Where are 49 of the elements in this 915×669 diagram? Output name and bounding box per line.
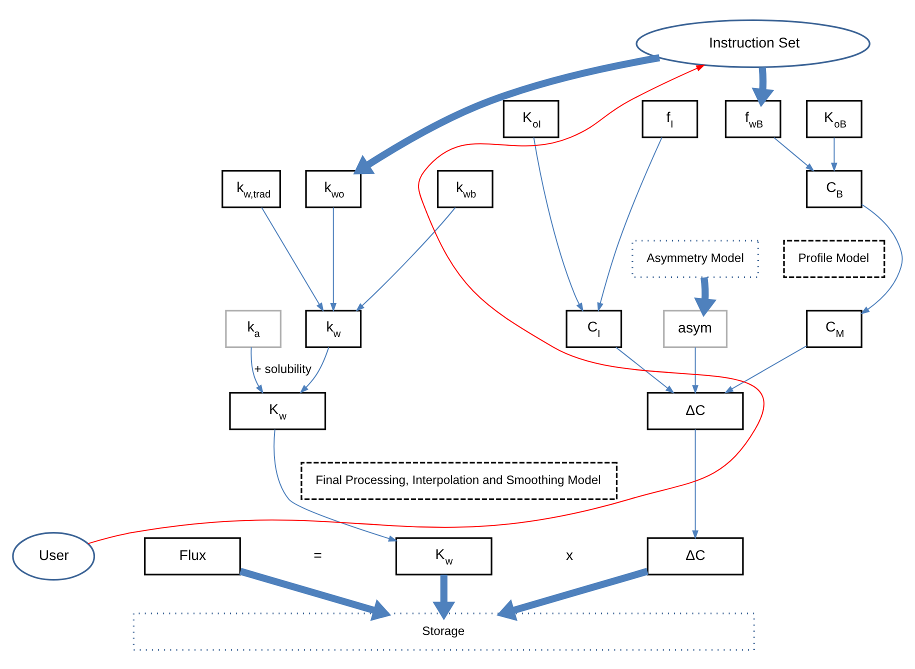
arrow [692,428,698,540]
node-box: K$_{oI}$ [502,100,560,138]
node-box: K$_{oB}$ [806,100,862,138]
arrow [616,346,675,394]
arrow [432,574,456,620]
arrow [860,204,903,314]
arrow [239,567,392,620]
node-box: K$_{w}$ [229,391,326,430]
label: = [314,548,322,564]
arrow [496,567,648,620]
arrow [694,276,717,316]
node-box: ΔC [646,391,744,430]
node-ellipse: User [12,532,96,580]
arrow [597,136,662,312]
arrow [300,346,330,394]
arrow [692,346,698,394]
arrow [261,206,324,312]
arrow [774,136,815,172]
node-box: Profile Model [783,239,886,278]
node-box: f$_{wB}$ [724,100,782,138]
arrow [88,64,764,544]
node-box: ΔC [646,536,744,575]
node-box: C$_{I}$ [566,309,622,348]
node-box: k$_{w,trad}$ [222,169,281,208]
arrow [830,137,838,172]
arrow [330,207,337,312]
node-box: k$_{w}$ [305,309,362,348]
node-box: Storage [132,612,755,650]
arrow [533,136,584,312]
label: x [566,548,574,564]
edge-label: + solubility [254,362,312,376]
node-ellipse: Instruction Set [636,18,870,68]
arrow [353,54,660,174]
node-box: k$_{wb}$ [437,169,494,208]
node-box: C$_{M}$ [806,309,862,348]
arrow [752,66,774,107]
node-box: k$_{a}$ [225,309,282,348]
node-box: K$_{w}$ [395,536,492,575]
node-box: C$_{B}$ [806,169,862,208]
arrow [724,344,807,393]
node-box: f$_{I}$ [642,100,698,138]
arrow [274,428,398,542]
arrow [250,346,264,394]
node-box: k$_{wo}$ [305,169,362,208]
arrow [356,206,456,312]
node-box: Asymmetry Model [632,239,759,278]
node-box: Final Processing, Interpolation and Smoothing Model [300,461,618,500]
node-box: Flux [144,536,241,575]
node-box: asym [663,309,728,348]
